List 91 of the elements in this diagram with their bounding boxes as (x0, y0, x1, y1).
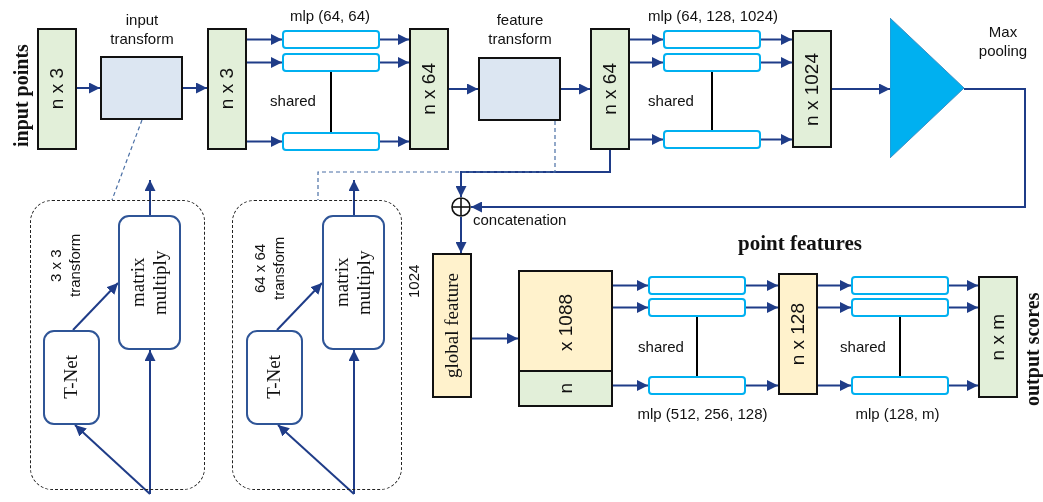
arrow (246, 136, 283, 147)
process-box: matrix multiply (117, 214, 181, 350)
arrow (612, 280, 649, 291)
process-box: T-Net (245, 329, 303, 425)
annotation-text: mlp (128, m) (854, 403, 941, 424)
side-label: 1024 (403, 263, 423, 300)
block-heading: input transform (109, 9, 175, 49)
connector-line (711, 71, 713, 131)
block-heading: Max pooling (977, 21, 1029, 61)
arrow (745, 280, 779, 291)
arrow (471, 333, 519, 344)
tensor-block: n x 64 (590, 28, 630, 150)
connector-line (899, 316, 901, 377)
mlp-layer-bar (663, 30, 761, 49)
arrow (760, 34, 793, 45)
arrow (277, 424, 355, 495)
mlp-layer-bar (282, 132, 380, 151)
arrow (612, 380, 649, 391)
circled-plus-symbol (451, 197, 471, 217)
tensor-block: n x 1024 (792, 30, 832, 148)
tensor-block: n x 64 (409, 28, 449, 150)
arrow (379, 34, 410, 45)
arrow (74, 424, 151, 495)
tensor-block (518, 270, 613, 407)
arrow (379, 136, 410, 147)
arrow (948, 380, 979, 391)
leader-line (111, 119, 143, 201)
mlp-layer-bar (663, 53, 761, 72)
connector-line (696, 316, 698, 377)
arrow (760, 57, 793, 68)
mlp-layer-bar (648, 298, 746, 317)
mlp-layer-bar (648, 376, 746, 395)
side-label: output scores (1019, 291, 1043, 409)
arrow (182, 82, 208, 94)
side-label: concatenation (473, 209, 568, 230)
arrow (745, 302, 779, 313)
process-box: matrix multiply (321, 214, 385, 350)
arrow (246, 57, 283, 68)
arrow (144, 179, 156, 216)
arrow (470, 88, 1026, 213)
arrow (560, 83, 591, 95)
dashed-group-frame (30, 200, 205, 490)
block-label: x 1088 (553, 292, 577, 353)
arrow (745, 380, 779, 391)
arrow (76, 82, 101, 94)
leader-line (317, 120, 556, 201)
tensor-block: n (518, 370, 613, 407)
dashed-group-frame (232, 200, 402, 490)
arrow (817, 280, 852, 291)
tensor-block: n x 3 (207, 28, 247, 150)
arrow (72, 282, 119, 331)
group-heading: 64 x 64 transform (249, 234, 288, 302)
arrow (348, 349, 360, 495)
block-heading: feature transform (487, 9, 553, 49)
arrow (948, 280, 979, 291)
annotation-text: mlp (64, 128, 1024) (646, 5, 780, 26)
tensor-block: n x 3 (37, 28, 77, 150)
arrow (629, 134, 664, 145)
process-box: T-Net (42, 329, 100, 425)
section-heading: point features (737, 229, 863, 257)
arrow (612, 302, 649, 313)
arrow (760, 134, 793, 145)
mlp-layer-bar (663, 130, 761, 149)
connector-line (330, 71, 332, 133)
arrow (831, 83, 891, 95)
arrow (455, 216, 467, 254)
mlp-layer-bar (851, 298, 949, 317)
tensor-block: n x 128 (778, 273, 818, 395)
mlp-layer-bar (648, 276, 746, 295)
arrow (144, 349, 156, 495)
arrow (455, 149, 611, 198)
arrow (817, 302, 852, 313)
arrow (629, 57, 664, 68)
arrow (276, 282, 323, 331)
arrow (629, 34, 664, 45)
group-heading: 3 x 3 transform (45, 232, 84, 299)
arrow (817, 380, 852, 391)
arrow (948, 302, 979, 313)
arrow (448, 83, 479, 95)
annotation-text: mlp (512, 256, 128) (636, 403, 769, 424)
mlp-layer-bar (282, 30, 380, 49)
tensor-block: global feature (432, 253, 472, 398)
arrow (246, 34, 283, 45)
side-label: input points (8, 43, 33, 149)
tensor-block: n x m (978, 276, 1018, 398)
annotation-text: mlp (64, 64) (288, 5, 371, 26)
mlp-layer-bar (851, 276, 949, 295)
mlp-layer-bar (282, 53, 380, 72)
arrow (348, 179, 360, 216)
arrow (379, 57, 410, 68)
mlp-layer-bar (851, 376, 949, 395)
